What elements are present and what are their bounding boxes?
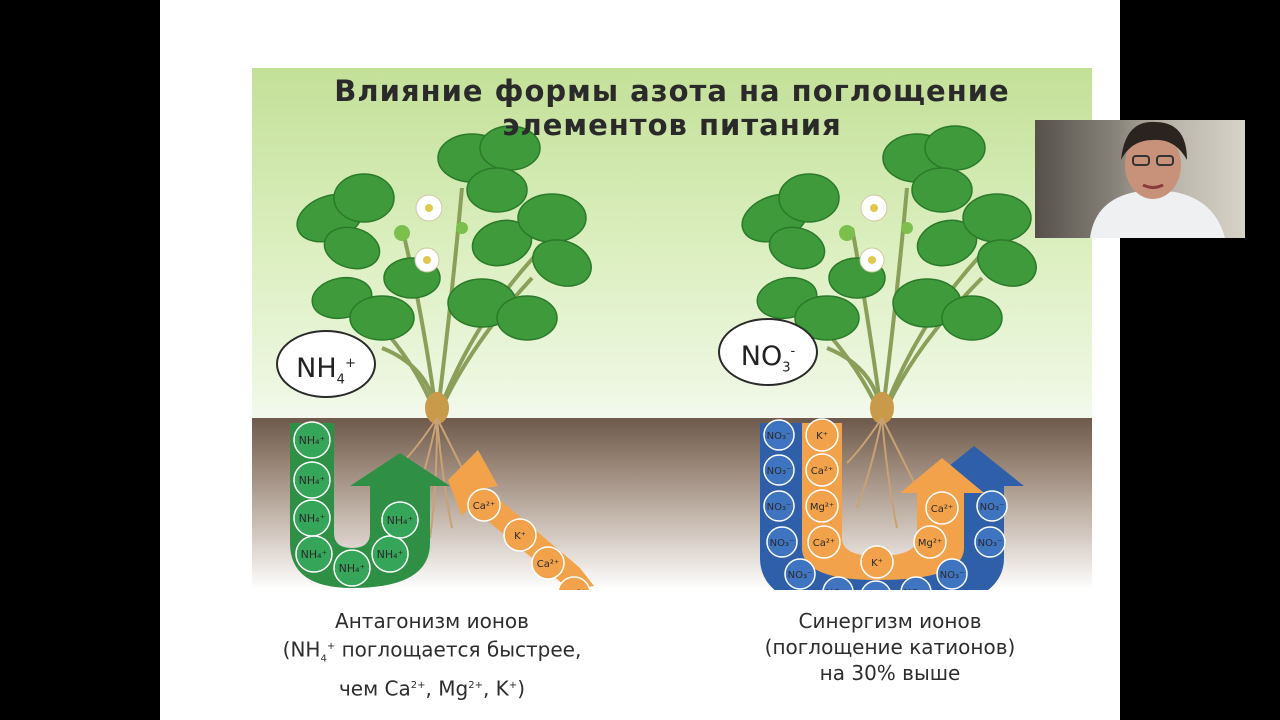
cation-bubble: Ca²⁺: [531, 546, 565, 580]
cation-bubble: Ca²⁺: [467, 488, 501, 522]
nitrate-ion-bubble: NO₃⁻: [976, 490, 1008, 522]
svg-text:NH₄⁺: NH₄⁺: [339, 562, 366, 575]
left-caption-line-3: чем Са2+, Mg2+, K+): [338, 676, 525, 701]
svg-text:K⁺: K⁺: [514, 531, 526, 542]
svg-text:Ca²⁺: Ca²⁺: [537, 559, 559, 570]
svg-text:Mg²⁺: Mg²⁺: [918, 538, 942, 549]
cation-bubble: K⁺: [503, 518, 537, 552]
nitrate-ion-bubble: NO₃⁻: [763, 490, 795, 522]
right-caption-line-2: (поглощение катионов): [764, 635, 1016, 659]
nitrate-ion-bubble: NO₃⁻: [822, 576, 854, 590]
nitrate-ion-bubble: NO₃⁻: [763, 419, 795, 451]
nitrate-ion-bubble: NO₃⁻: [763, 454, 795, 486]
svg-text:Ca²⁺: Ca²⁺: [811, 466, 833, 477]
illustration-panel: NH₄⁺ NH₄⁺ NH₄⁺ NH₄⁺ NH₄⁺ NH₄⁺ NH₄⁺ Ca²⁺ K⁺ Ca²⁺ M…: [252, 68, 1092, 590]
left-caption-line-1: Антагонизм ионов: [335, 609, 529, 633]
title-line-1: Влияние формы азота на поглощение: [334, 74, 1010, 108]
svg-text:Ca²⁺: Ca²⁺: [813, 538, 835, 549]
cation-bubble: Ca²⁺: [805, 453, 839, 487]
ammonium-ion-bubble: NH₄⁺: [293, 461, 331, 499]
left-plant: [296, 125, 592, 539]
ammonium-ion-bubble: NH₄⁺: [333, 549, 371, 587]
svg-text:NH₄⁺: NH₄⁺: [377, 548, 404, 561]
cation-bubble: Ca²⁺: [807, 525, 841, 559]
title-line-2: элементов питания: [502, 108, 842, 142]
svg-text:NH₄⁺: NH₄⁺: [299, 474, 326, 487]
slide: NH₄⁺ NH₄⁺ NH₄⁺ NH₄⁺ NH₄⁺ NH₄⁺ NH₄⁺ Ca²⁺ K⁺ Ca²⁺ M…: [160, 0, 1120, 720]
right-plant: [741, 125, 1037, 529]
svg-text:NO₃⁻: NO₃⁻: [904, 588, 929, 590]
svg-text:K⁺: K⁺: [871, 558, 883, 569]
svg-text:NH₄⁺: NH₄⁺: [299, 512, 326, 525]
ammonium-ion-bubble: NH₄⁺: [381, 501, 419, 539]
svg-text:NO₃⁻: NO₃⁻: [826, 588, 851, 590]
cation-bubble: Ca²⁺: [925, 491, 959, 525]
ammonium-label: NH4+: [276, 330, 376, 398]
svg-text:NO₃⁻: NO₃⁻: [978, 538, 1003, 549]
right-caption: Синергизм ионов (поглощение катионов) на…: [732, 608, 1048, 686]
cation-bubble: Mg²⁺: [913, 525, 947, 559]
svg-text:NH₄⁺: NH₄⁺: [299, 434, 326, 447]
ammonium-ion-bubble: NH₄⁺: [371, 535, 409, 573]
ammonium-ion-bubble: NH₄⁺: [295, 535, 333, 573]
svg-text:NO₃⁻: NO₃⁻: [767, 502, 792, 513]
cation-bubble: Mg²⁺: [557, 576, 591, 590]
left-caption: Антагонизм ионов (NH4+ поглощается быстр…: [242, 608, 622, 701]
svg-text:Mg²⁺: Mg²⁺: [810, 502, 834, 513]
nitrate-label: NO3-: [718, 318, 818, 386]
svg-text:K⁺: K⁺: [816, 431, 828, 442]
right-caption-line-3: на 30% выше: [819, 661, 961, 685]
left-caption-line-2: (NH4+ поглощается быстрее,: [282, 637, 582, 665]
webcam-thumbnail[interactable]: [1035, 120, 1245, 238]
nitrate-ion-bubble: NO₃⁻: [784, 558, 816, 590]
svg-text:NO₃⁻: NO₃⁻: [788, 570, 813, 581]
cation-bubble: Mg²⁺: [805, 489, 839, 523]
nitrate-ion-bubble: NO₃⁻: [936, 558, 968, 590]
nitrate-ion-bubble: NO₃⁻: [861, 580, 891, 590]
ammonium-ion-bubble: NH₄⁺: [293, 421, 331, 459]
svg-text:Ca²⁺: Ca²⁺: [931, 504, 953, 515]
nitrate-ion-bubble: NO₃⁻: [974, 526, 1006, 558]
cation-bubble: K⁺: [860, 545, 894, 579]
svg-text:NO₃⁻: NO₃⁻: [767, 431, 792, 442]
svg-text:NH₄⁺: NH₄⁺: [301, 548, 328, 561]
svg-text:NO₃⁻: NO₃⁻: [940, 570, 965, 581]
ammonium-ion-bubble: NH₄⁺: [293, 499, 331, 537]
svg-text:NO₃⁻: NO₃⁻: [770, 538, 795, 549]
right-caption-line-1: Синергизм ионов: [798, 609, 982, 633]
nitrate-ion-bubble: NO₃⁻: [766, 526, 798, 558]
person-video-icon: [1090, 121, 1225, 238]
svg-text:Mg²⁺: Mg²⁺: [562, 589, 586, 590]
svg-text:Ca²⁺: Ca²⁺: [473, 501, 495, 512]
svg-text:NO₃⁻: NO₃⁻: [980, 502, 1005, 513]
svg-text:NH₄⁺: NH₄⁺: [387, 514, 414, 527]
nitrate-ion-bubble: NO₃⁻: [900, 576, 932, 590]
cation-bubble: K⁺: [805, 418, 839, 452]
svg-text:NO₃⁻: NO₃⁻: [767, 466, 792, 477]
diagram-graphic: NH₄⁺ NH₄⁺ NH₄⁺ NH₄⁺ NH₄⁺ NH₄⁺ NH₄⁺ Ca²⁺ K⁺ Ca²⁺ M…: [290, 125, 1037, 590]
slide-title: Влияние формы азота на поглощение элемен…: [252, 74, 1092, 142]
